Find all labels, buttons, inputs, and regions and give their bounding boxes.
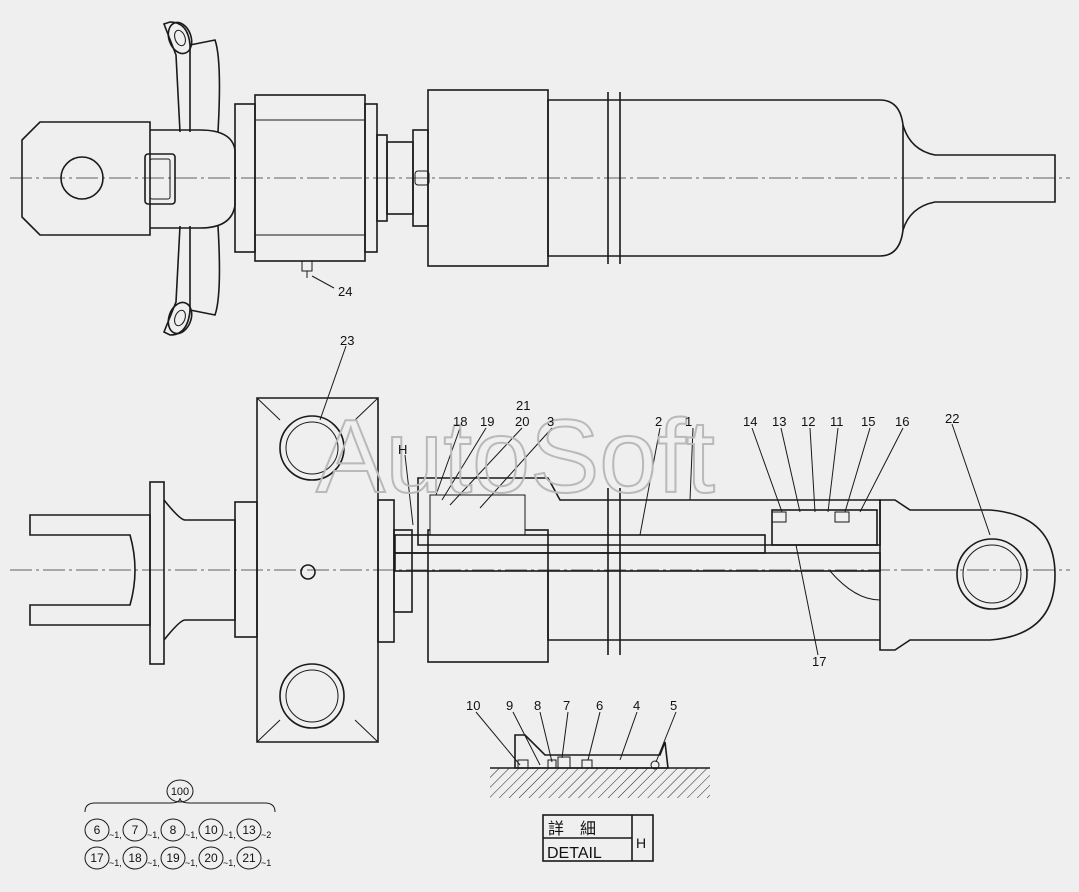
part-label-11: 11 (830, 414, 844, 429)
part-label-16: 16 (895, 414, 909, 429)
kit-circle (160, 846, 186, 870)
kit-part-number: 21 (242, 851, 256, 865)
section-view-cylinder (10, 397, 1070, 743)
kit-part-qty: ~1, (109, 858, 122, 868)
kit-part-qty: ~1, (223, 858, 236, 868)
kit-circle (84, 846, 110, 870)
part-label-8: 8 (534, 698, 541, 713)
kit-part-qty: ~1, (185, 830, 198, 840)
kit-part-number: 8 (170, 823, 177, 837)
part-label-14: 14 (743, 414, 757, 429)
seal-kit-legend: 100 6 ~1, 7 ~1, 8 ~1, 10 ~1, 13 ~2 17 ~1, 18 ~1, 19 ~1… (84, 779, 276, 870)
part-label-18: 18 (453, 414, 467, 429)
part-label-2: 2 (655, 414, 662, 429)
detail-h-view (490, 734, 710, 798)
watermark: AutoSoft (316, 399, 715, 515)
kit-part-number: 17 (90, 851, 104, 865)
kit-part-number: 19 (166, 851, 180, 865)
part-label-1: 1 (685, 414, 692, 429)
kit-part-number: 20 (204, 851, 218, 865)
kit-circle (236, 818, 262, 842)
kit-circle (84, 818, 110, 842)
kit-part-qty: ~1, (147, 830, 160, 840)
part-label-9: 9 (506, 698, 513, 713)
part-label-4: 4 (633, 698, 640, 713)
kit-part-number: 10 (204, 823, 218, 837)
part-label-22: 22 (945, 411, 959, 426)
part-label-h: H (398, 442, 407, 457)
kit-circle (160, 818, 186, 842)
leader-lines (319, 345, 991, 766)
kit-part-qty: ~1, (109, 830, 122, 840)
part-label-3: 3 (547, 414, 554, 429)
detail-caption-box: 詳 細 DETAIL H (542, 814, 654, 862)
kit-part-qty: ~1, (223, 830, 236, 840)
detail-label-jp: 詳 細 (548, 820, 596, 838)
kit-part-number: 18 (128, 851, 142, 865)
detail-ref: H (636, 835, 646, 851)
kit-part-qty: ~1, (147, 858, 160, 868)
kit-circle (122, 846, 148, 870)
part-label-12: 12 (801, 414, 815, 429)
kit-part-number: 13 (242, 823, 256, 837)
part-label-7: 7 (563, 698, 570, 713)
part-label-6: 6 (596, 698, 603, 713)
kit-part-qty: ~1, (185, 858, 198, 868)
part-label-21: 21 (516, 398, 530, 413)
detail-label-en: DETAIL (547, 845, 602, 862)
part-label-23: 23 (340, 333, 354, 348)
part-label-24: 24 (338, 284, 352, 299)
kit-part-qty: ~1 (261, 858, 271, 868)
part-label-19: 19 (480, 414, 494, 429)
top-view-cylinder (10, 21, 1070, 336)
part-label-20: 20 (515, 414, 529, 429)
kit-part-number: 6 (94, 823, 101, 837)
kit-circle (198, 818, 224, 842)
kit-circle (198, 846, 224, 870)
part-labels: 24 23 22 21 H 18 19 20 3 2 1 14 13 12 11… (338, 284, 959, 713)
kit-part-number: 7 (132, 823, 139, 837)
part-label-17: 17 (812, 654, 826, 669)
part-label-5: 5 (670, 698, 677, 713)
kit-circle (122, 818, 148, 842)
part-label-15: 15 (861, 414, 875, 429)
kit-circle (236, 846, 262, 870)
kit-number: 100 (171, 786, 189, 798)
part-label-13: 13 (772, 414, 786, 429)
part-label-10: 10 (466, 698, 480, 713)
kit-part-qty: ~2 (261, 830, 271, 840)
